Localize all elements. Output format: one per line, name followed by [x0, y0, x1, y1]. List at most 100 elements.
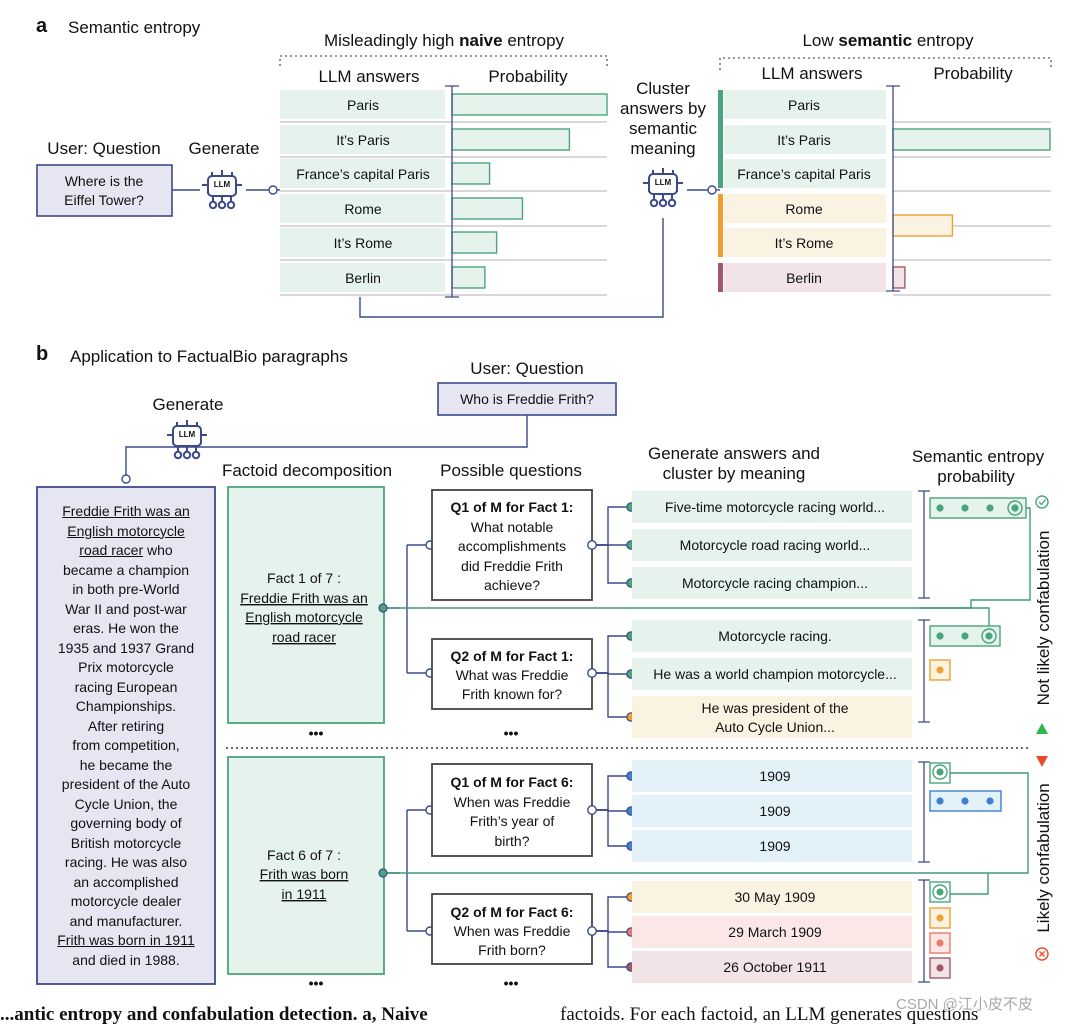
caption-left: ...antic entropy and confabulation detec…	[0, 1004, 428, 1025]
caption-right: factoids. For each factoid, an LLM gener…	[560, 1004, 979, 1025]
naive-answer-row	[280, 194, 445, 223]
check-icon	[1035, 495, 1049, 509]
naive-answer-row	[280, 125, 445, 154]
cluster-color-bar	[718, 263, 723, 292]
answer-text: Auto Cycle Union...	[715, 719, 835, 735]
panel-b-ellipsis: •••	[309, 975, 324, 991]
answer-text: Motorcycle road racing world...	[680, 537, 871, 553]
semantic-probability-bar	[892, 128, 1051, 151]
paragraph-line: English motorcycle	[67, 522, 185, 539]
panel-b-fact1-entropy-link	[384, 607, 990, 637]
panel-b-title: Application to FactualBio paragraphs	[70, 347, 348, 366]
panel-a-user-question-label: User: Question	[47, 139, 160, 158]
semantic-answer-label: Berlin	[786, 270, 822, 286]
panel-a-cluster-line3: semantic	[629, 119, 698, 138]
panel-b-q-fact6-1: Q1 of M for Fact 6: When was Freddie Fri…	[431, 763, 593, 857]
paragraph-line: and died in 1988.	[72, 951, 180, 968]
paragraph-line: racing European	[74, 678, 178, 695]
svg-text:accomplishments: accomplishments	[458, 538, 566, 554]
svg-text:birth?: birth?	[494, 833, 529, 849]
panel-a-naive-header: Misleadingly high naive entropy	[324, 31, 565, 50]
panel-b-paragraph-node	[121, 474, 131, 484]
panel-a-cluster-node	[707, 185, 717, 195]
naive-probability-bar	[451, 231, 498, 254]
panel-b-q-fact1-1: Q1 of M for Fact 1: What notable accompl…	[431, 489, 593, 601]
semantic-probability-bar	[892, 266, 906, 289]
semantic-answer-row	[724, 228, 886, 257]
panel-a-llm-label: LLM	[214, 180, 231, 189]
paragraph-line: an accomplished	[73, 873, 179, 890]
paragraph-line: in both pre-World	[72, 581, 180, 597]
entropy-ring	[932, 884, 948, 900]
paragraph-line: Freddie Frith was an	[62, 503, 190, 519]
panel-a-semantic-bars	[892, 128, 1051, 289]
semantic-answer-row	[724, 159, 886, 188]
svg-text:achieve?: achieve?	[484, 577, 540, 593]
entropy-dot	[961, 504, 969, 512]
entropy-dot	[936, 768, 944, 776]
entropy-axis	[918, 619, 930, 723]
semantic-answer-row	[724, 194, 886, 223]
naive-probability-bar	[451, 93, 608, 116]
panel-b-questions-header: Possible questions	[440, 461, 582, 480]
svg-text:Frith’s year of: Frith’s year of	[470, 813, 555, 829]
panel-b-link-question-paragraph	[125, 415, 528, 475]
svg-text:did Freddie Frith: did Freddie Frith	[461, 558, 563, 574]
panel-a-cluster-line4: meaning	[630, 139, 695, 158]
svg-text:What notable: What notable	[471, 519, 554, 535]
panel-b-generate-label: Generate	[153, 395, 224, 414]
panel-b-q-fact6-2: Q2 of M for Fact 6: When was Freddie Fri…	[431, 893, 593, 965]
entropy-dot	[936, 632, 944, 640]
answer-row	[632, 529, 912, 561]
entropy-dot	[961, 632, 969, 640]
naive-answer-label: Rome	[344, 201, 382, 217]
svg-text:Q1 of M for Fact 1:: Q1 of M for Fact 1:	[451, 499, 574, 515]
answer-row	[632, 491, 912, 523]
question-node	[587, 540, 597, 550]
panel-b-fact1-line: road racer	[272, 629, 336, 645]
panel-a-naive-bracket	[279, 55, 608, 66]
answer-row	[632, 830, 912, 862]
panel-b-fact1-line: English motorcycle	[245, 609, 363, 625]
answer-row	[632, 760, 912, 792]
svg-text:When was Freddie: When was Freddie	[454, 923, 571, 939]
panel-a-semantic-axis	[886, 85, 900, 292]
cluster-color-bar	[718, 194, 723, 257]
panel-a-naive-col-answers: LLM answers	[318, 67, 419, 86]
panel-b-factoid-header: Factoid decomposition	[222, 461, 392, 480]
cross-icon-mark	[1039, 951, 1045, 957]
panel-b-llm-label: LLM	[179, 430, 196, 439]
paragraph-line: and manufacturer.	[69, 912, 183, 929]
entropy-dot	[936, 504, 944, 512]
arrow-up-icon	[1036, 723, 1048, 734]
check-icon-mark	[1038, 499, 1047, 506]
panel-a-semantic-col-answers: LLM answers	[761, 64, 862, 83]
semantic-answer-row	[724, 125, 886, 154]
answer-connector	[592, 635, 631, 674]
panel-b-answer-connectors	[587, 502, 636, 972]
entropy-ring	[932, 764, 948, 780]
semantic-probability-bar	[892, 214, 954, 237]
paragraph-line: road racer who	[79, 542, 173, 558]
panel-b-entropy-plots	[918, 490, 1027, 983]
entropy-dot	[936, 964, 944, 972]
panel-b-fact6-node	[378, 868, 388, 878]
answer-row	[632, 696, 912, 738]
entropy-ring	[981, 628, 997, 644]
answer-connector	[592, 544, 631, 584]
panel-b-llm-icon	[166, 419, 208, 460]
panel-a-link-to-cluster	[359, 218, 664, 318]
panel-b-paragraph-box	[36, 486, 216, 985]
paragraph-line: he became the	[79, 756, 173, 773]
panel-b-fact6-line: in 1911	[282, 886, 327, 902]
panel-a-naive-axis	[445, 85, 459, 298]
entropy-axis	[918, 879, 930, 983]
panel-b-fact1-title: Fact 1 of 7 :	[267, 570, 341, 586]
naive-answer-label: It’s Rome	[334, 235, 393, 251]
semantic-answer-label: It’s Rome	[775, 235, 834, 251]
cluster-color-bar	[718, 90, 723, 188]
naive-answer-label: Berlin	[345, 270, 381, 286]
answer-text: 1909	[759, 838, 790, 854]
